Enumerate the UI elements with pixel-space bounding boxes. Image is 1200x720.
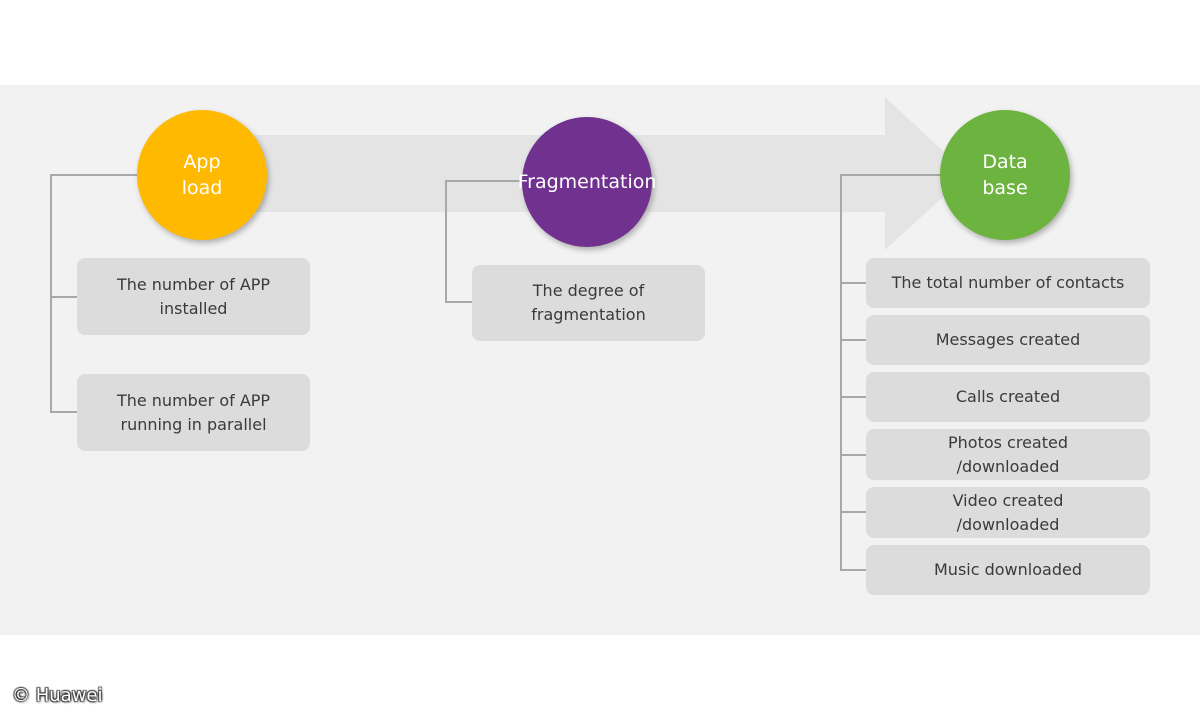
- connector-line: [840, 511, 868, 513]
- connector-line: [50, 174, 140, 176]
- connector-line: [840, 174, 842, 571]
- connector-line: [840, 396, 868, 398]
- video-box: Video created /downloaded: [866, 487, 1150, 538]
- contacts-label: The total number of contacts: [891, 273, 1125, 292]
- app-load-circle: App load: [137, 110, 267, 240]
- music-label: Music downloaded: [934, 560, 1082, 579]
- app-parallel-label: The number of APP running in parallel: [116, 390, 271, 434]
- contacts-box: The total number of contacts: [866, 258, 1150, 308]
- connector-line: [840, 282, 868, 284]
- database-circle: Data base: [940, 110, 1070, 240]
- messages-box: Messages created: [866, 315, 1150, 365]
- music-box: Music downloaded: [866, 545, 1150, 595]
- photos-label: Photos created /downloaded: [947, 432, 1068, 476]
- connector-line: [840, 454, 868, 456]
- copyright-watermark: © Huawei: [12, 685, 103, 706]
- fragmentation-degree-box: The degree of fragmentation: [472, 265, 705, 341]
- connector-line: [445, 180, 525, 182]
- calls-box: Calls created: [866, 372, 1150, 422]
- app-installed-box: The number of APP installed: [77, 258, 310, 335]
- fragmentation-circle: Fragmentation: [518, 117, 656, 247]
- connector-line: [50, 296, 78, 298]
- connector-line: [840, 174, 942, 176]
- connector-line: [840, 339, 868, 341]
- photos-box: Photos created /downloaded: [866, 429, 1150, 480]
- connector-line: [50, 174, 52, 413]
- connector-line: [840, 569, 868, 571]
- connector-line: [445, 301, 473, 303]
- fragmentation-degree-label: The degree of fragmentation: [531, 281, 646, 324]
- fragmentation-title: Fragmentation: [517, 171, 657, 193]
- database-title: Data base: [982, 151, 1028, 199]
- app-load-title: App load: [181, 151, 223, 199]
- app-installed-label: The number of APP installed: [116, 274, 271, 318]
- connector-line: [445, 180, 447, 303]
- app-parallel-box: The number of APP running in parallel: [77, 374, 310, 451]
- calls-label: Calls created: [955, 387, 1061, 406]
- video-label: Video created /downloaded: [952, 490, 1064, 534]
- connector-line: [50, 411, 78, 413]
- messages-label: Messages created: [935, 330, 1081, 349]
